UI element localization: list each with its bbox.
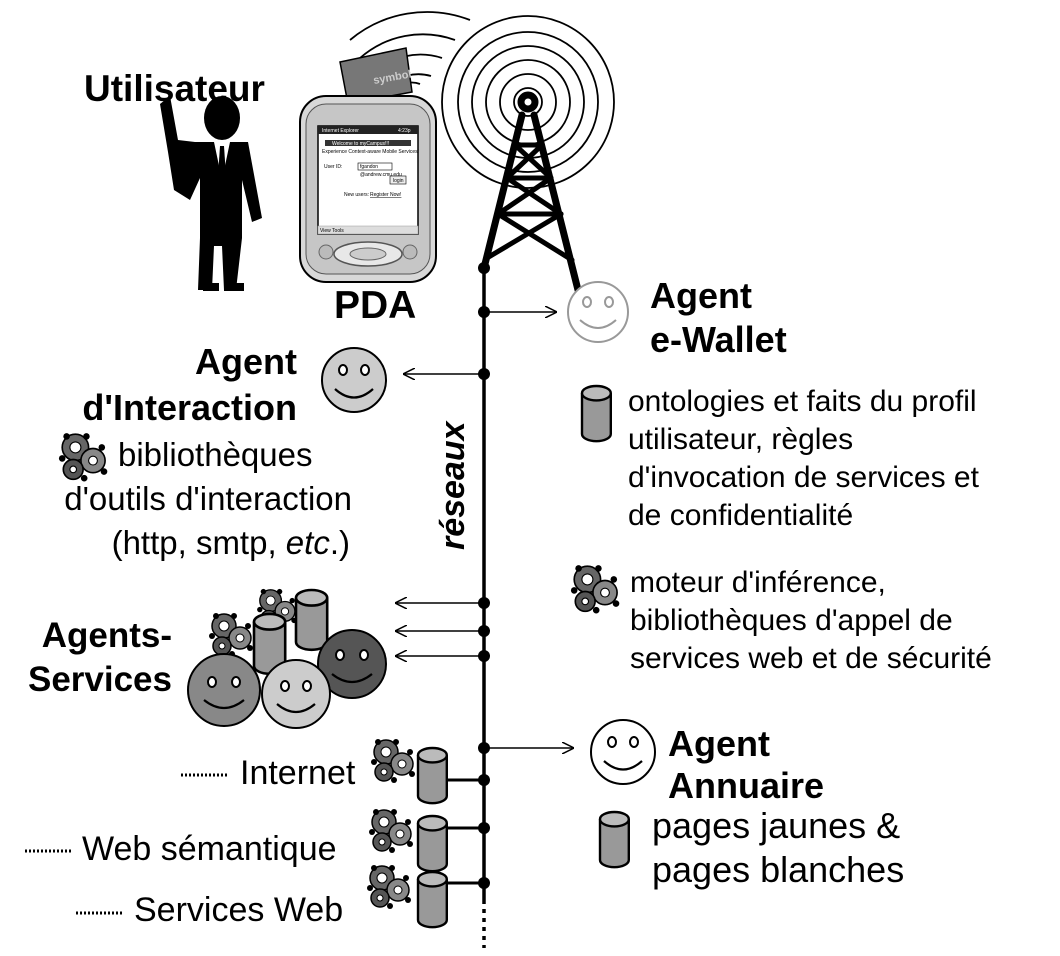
semantic-web-cogs-icon bbox=[368, 808, 414, 854]
dotted-leaders bbox=[25, 773, 229, 915]
semantic-web-label: Web sémantique bbox=[82, 830, 337, 868]
interaction-libs-line2: d'outils d'interaction bbox=[64, 480, 352, 517]
interaction-libs-line3: (http, smtp, etc.) bbox=[0, 526, 350, 559]
pda-subtitle: Experience Context-aware Mobile Services… bbox=[322, 149, 419, 155]
agent-annuaire-title-2: Annuaire bbox=[668, 765, 825, 806]
pda-new-users: New users: bbox=[344, 192, 369, 198]
annuaire-text-line2: pages blanches bbox=[652, 849, 905, 890]
pda-email: @andrew.cmu.edu bbox=[360, 172, 402, 178]
agent-interaction-title-1: Agent bbox=[195, 341, 297, 382]
services-web-db-icon bbox=[416, 870, 448, 929]
connection-arrows bbox=[395, 312, 574, 885]
services-db-icon-1 bbox=[294, 588, 329, 652]
services-smiley-icon-1 bbox=[187, 653, 261, 727]
agent-ewallet-title-2: e-Wallet bbox=[650, 319, 787, 360]
pda-label: PDA bbox=[334, 284, 417, 327]
agents-services-cluster bbox=[187, 588, 387, 729]
annuaire-db-icon bbox=[598, 810, 630, 869]
interaction-cogs-icon bbox=[58, 432, 109, 483]
pda-welcome: Welcome to myCampus!!! bbox=[332, 141, 389, 147]
agents-services-title-1: Agents- bbox=[41, 616, 172, 655]
ewallet-smiley-icon bbox=[567, 281, 629, 343]
interaction-libs-line1: bibliothèques bbox=[118, 436, 313, 473]
agent-annuaire-title-1: Agent bbox=[668, 723, 770, 764]
annuaire-smiley-icon bbox=[590, 719, 656, 785]
pda-user-id-value: fgandon bbox=[360, 164, 378, 170]
pda-clock: 4:23p bbox=[398, 128, 411, 134]
services-web-cogs-icon bbox=[366, 864, 412, 910]
internet-db-icon bbox=[416, 746, 448, 805]
pda-app-title: Internet Explorer bbox=[322, 128, 359, 134]
ewallet-cogs-icon bbox=[570, 564, 621, 615]
ewallet-db-icon bbox=[580, 384, 612, 443]
services-smiley-icon-2 bbox=[261, 659, 331, 729]
interaction-smiley-icon bbox=[321, 347, 387, 413]
ewallet-engine-description: moteur d'inférence, bibliothèques d'appe… bbox=[630, 566, 992, 675]
pda-screen: Internet Explorer 4:23p Welcome to myCam… bbox=[320, 128, 419, 234]
agent-interaction-title-2: d'Interaction bbox=[82, 387, 297, 428]
ewallet-db-description: ontologies et faits du profil utilisateu… bbox=[628, 385, 979, 532]
pda-bottom-bar: View Tools bbox=[320, 228, 344, 234]
user-label: Utilisateur bbox=[84, 68, 265, 109]
pda-register-link: Register Now! bbox=[370, 192, 401, 198]
network-label: réseaux bbox=[434, 421, 472, 550]
pda-device-icon: symbol bbox=[299, 47, 437, 283]
user-silhouette-icon bbox=[160, 96, 262, 291]
services-web-label: Services Web bbox=[134, 891, 344, 929]
internet-cogs-icon bbox=[370, 738, 416, 784]
annuaire-text-line1: pages jaunes & bbox=[652, 805, 901, 846]
interaction-libs-line3-etc: etc bbox=[285, 524, 330, 561]
pda-user-id-label: User ID: bbox=[324, 164, 342, 170]
antenna-tower-icon bbox=[480, 91, 582, 294]
services-smiley-icon-3 bbox=[317, 629, 387, 699]
agents-services-title-2: Services bbox=[27, 660, 172, 699]
semantic-web-db-icon bbox=[416, 814, 448, 873]
services-cogs-icon-2 bbox=[208, 612, 254, 658]
interaction-libs-line3-c: .) bbox=[329, 524, 350, 561]
pda-login-button: login bbox=[393, 178, 404, 184]
agent-ewallet-title-1: Agent bbox=[650, 275, 752, 316]
interaction-libs-line3-a: (http, smtp, bbox=[111, 524, 286, 561]
internet-label: Internet bbox=[240, 754, 356, 792]
network-bus bbox=[478, 262, 490, 948]
